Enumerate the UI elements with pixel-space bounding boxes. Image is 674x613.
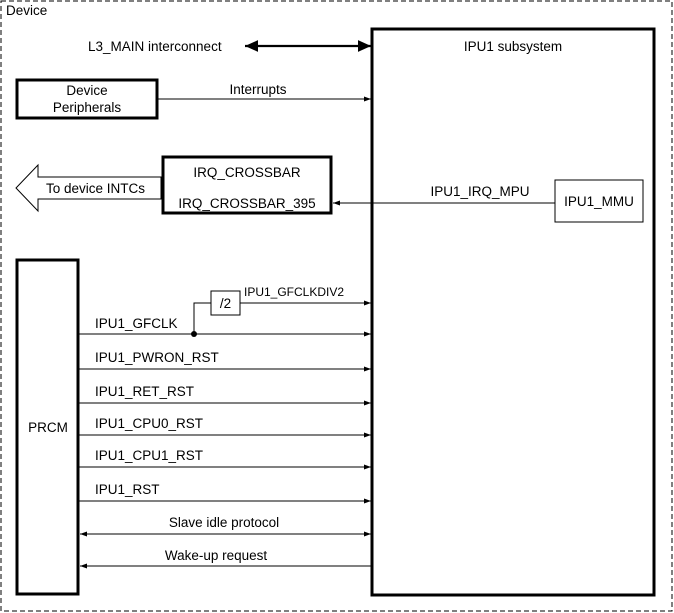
prcm-box bbox=[15, 258, 80, 596]
rst-label: IPU1_RST bbox=[95, 482, 160, 497]
ipu1-subsystem-label: IPU1 subsystem bbox=[464, 39, 562, 54]
gfclkdiv2-label: IPU1_GFCLKDIV2 bbox=[244, 285, 344, 299]
ipu1-subsystem-box bbox=[370, 27, 656, 597]
l3-main-label: L3_MAIN interconnect bbox=[88, 39, 222, 54]
device-peripherals-box bbox=[15, 78, 159, 120]
prcm-label: PRCM bbox=[28, 420, 68, 435]
to-device-intcs-arrow bbox=[15, 163, 162, 213]
cpu1-rst-label: IPU1_CPU1_RST bbox=[95, 448, 203, 463]
divider-label: /2 bbox=[220, 296, 231, 311]
to-device-intcs-label: To device INTCs bbox=[46, 181, 145, 196]
irq-crossbar-line1: IRQ_CROSSBAR bbox=[193, 165, 301, 180]
cpu0-rst-label: IPU1_CPU0_RST bbox=[95, 416, 203, 431]
ipu1-mmu-box bbox=[554, 179, 644, 223]
ipu1-mmu-label: IPU1_MMU bbox=[564, 194, 634, 209]
ret-rst-label: IPU1_RET_RST bbox=[95, 384, 194, 399]
device-peripherals-line2: Peripherals bbox=[53, 100, 122, 115]
irq-crossbar-box bbox=[161, 155, 333, 215]
divider-feed-line bbox=[193, 302, 211, 334]
device-label: Device bbox=[6, 3, 47, 18]
gfclk-junction-dot bbox=[191, 331, 197, 337]
device-peripherals-line1: Device bbox=[66, 83, 107, 98]
wakeup-label: Wake-up request bbox=[165, 548, 268, 563]
interrupts-label: Interrupts bbox=[229, 82, 286, 97]
irq-mpu-label: IPU1_IRQ_MPU bbox=[430, 184, 529, 199]
gfclk-label: IPU1_GFCLK bbox=[95, 316, 178, 331]
irq-crossbar-line2: IRQ_CROSSBAR_395 bbox=[178, 196, 315, 211]
slave-idle-label: Slave idle protocol bbox=[169, 515, 279, 530]
pwron-rst-label: IPU1_PWRON_RST bbox=[95, 350, 219, 365]
